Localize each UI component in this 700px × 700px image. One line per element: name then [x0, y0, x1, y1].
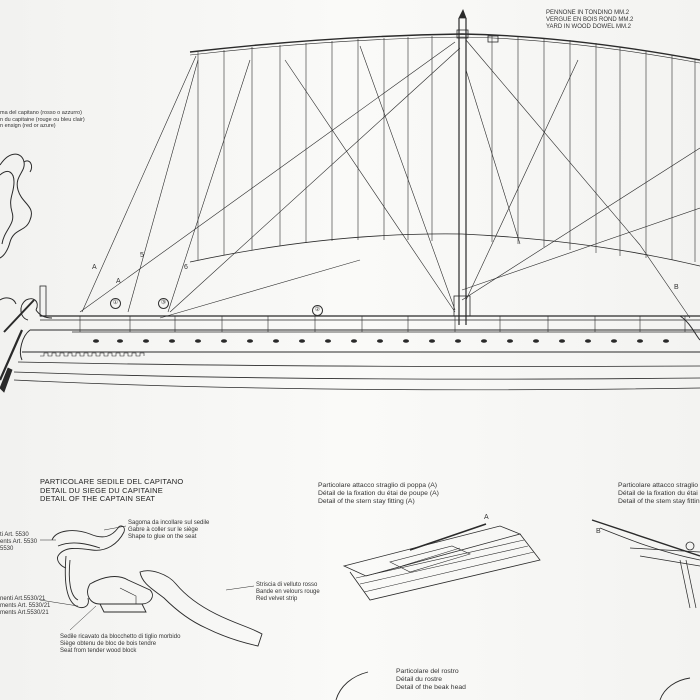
note-line: ments Art.5530/21: [0, 610, 49, 616]
note-line: nenti Art.5530/21: [0, 596, 46, 602]
note-line: ti Art. 5530: [0, 532, 29, 538]
note-line: Striscia di velluto rosso: [256, 582, 318, 588]
note-line: Shape to glue on the seat: [128, 534, 197, 540]
note-line: ments Art. 5530/21: [0, 603, 51, 609]
stem-stay-fitting-detail: [591, 519, 700, 609]
heading-line: Particolare attacco straglio di poppa (A…: [318, 482, 438, 489]
heading-line: DETAIL DU SIEGE DU CAPITAINE: [40, 485, 163, 495]
flag-note-line: n du capitaine (rouge ou bleu clair): [0, 116, 85, 123]
sail-brails: [197, 36, 696, 262]
beak-head-heading: Particolare del rostro Détail du rostre …: [396, 668, 466, 692]
stern-stay-fitting-detail: [342, 523, 541, 601]
stay-label-a-upper: A: [116, 278, 121, 285]
note-line: Siège obtenu de bloc de bois tendre: [60, 641, 157, 647]
captain-seat-shape-note: Sagoma da incollare sul sedile Gabre à c…: [128, 520, 209, 541]
main-mast: [456, 9, 469, 325]
captain-seat-heading: PARTICOLARE SEDILE DEL CAPITANO DETAIL D…: [40, 477, 184, 504]
captain-seat-seat-note: Sedile ricavato da blocchetto di tiglio …: [60, 634, 180, 655]
heading-line: Detail of the beak head: [396, 684, 466, 691]
stay-label-5: 5: [140, 252, 144, 259]
note-line: Sedile ricavato da blocchetto di tiglio …: [60, 634, 181, 640]
heading-line: Particolare attacco straglio d: [618, 482, 700, 489]
captain-seat-velvet-note: Striscia di velluto rosso Bande en velou…: [256, 582, 320, 603]
heading-line: Détail de la fixation du étai: [618, 490, 698, 497]
stay-label-b: B: [674, 284, 679, 291]
stern-ensign: [0, 153, 33, 259]
circle-label-1: ①: [110, 298, 121, 309]
yard-note-line: PENNONE IN TONDINO MM.2: [546, 10, 630, 16]
heading-line: Détail du rostre: [396, 676, 443, 683]
stem-stay-label-b: B: [596, 528, 601, 535]
flag-note-line: n ensign (red or azure): [0, 123, 56, 129]
captain-seat-detail: [39, 525, 263, 647]
captain-seat-left-note-top: ti Art. 5530 ents Art. 5530 5530: [0, 532, 37, 553]
heading-line: Detail of the stern stay fitting (A): [318, 498, 415, 505]
stern-stay-label-a: A: [484, 514, 489, 521]
heading-line: PARTICOLARE SEDILE DEL CAPITANO: [40, 477, 184, 486]
heading-line: DETAIL OF THE CAPTAIN SEAT: [40, 494, 156, 503]
yard-note-line: VERGUE EN BOIS ROND MM.2: [546, 17, 634, 23]
yard-note: PENNONE IN TONDINO MM.2 VERGUE EN BOIS R…: [546, 10, 633, 31]
captain-seat-left-note-bottom: nenti Art.5530/21 ments Art. 5530/21 men…: [0, 596, 50, 617]
flag-note: ma del capitano (rosso o azzurro) n du c…: [0, 110, 85, 130]
beak-head-detail: [335, 671, 691, 700]
note-line: Gabre à coller sur le siège: [128, 527, 199, 533]
heading-line: Detail of the stem stay fittin: [618, 498, 700, 505]
main-yard: [189, 33, 700, 64]
note-line: Bande en velours rouge: [256, 589, 320, 595]
stern-stay-heading: Particolare attacco straglio di poppa (A…: [318, 482, 439, 506]
note-line: 5530: [0, 546, 14, 552]
rigging-lines: [79, 39, 700, 319]
sail-foot: [189, 233, 700, 267]
note-line: ents Art. 5530: [0, 539, 38, 545]
ship-hull: [0, 285, 700, 393]
stay-label-6: 6: [184, 264, 188, 271]
heading-line: Particolare del rostro: [396, 668, 459, 675]
yard-note-line: YARD IN WOOD DOWEL MM.2: [546, 24, 632, 30]
circle-label-2: ②: [312, 305, 323, 316]
stem-stay-heading: Particolare attacco straglio d Détail de…: [618, 482, 700, 506]
flag-note-line: ma del capitano (rosso o azzurro): [0, 110, 82, 116]
note-line: Sagoma da incollare sul sedile: [128, 520, 210, 526]
heading-line: Détail de la fixation du étai de poupe (…: [318, 490, 439, 497]
note-line: Seat from tender wood block: [60, 648, 137, 654]
stay-label-a-left: A: [92, 264, 97, 271]
circle-label-3: ③: [158, 298, 169, 309]
note-line: Red velvet strip: [256, 596, 298, 602]
